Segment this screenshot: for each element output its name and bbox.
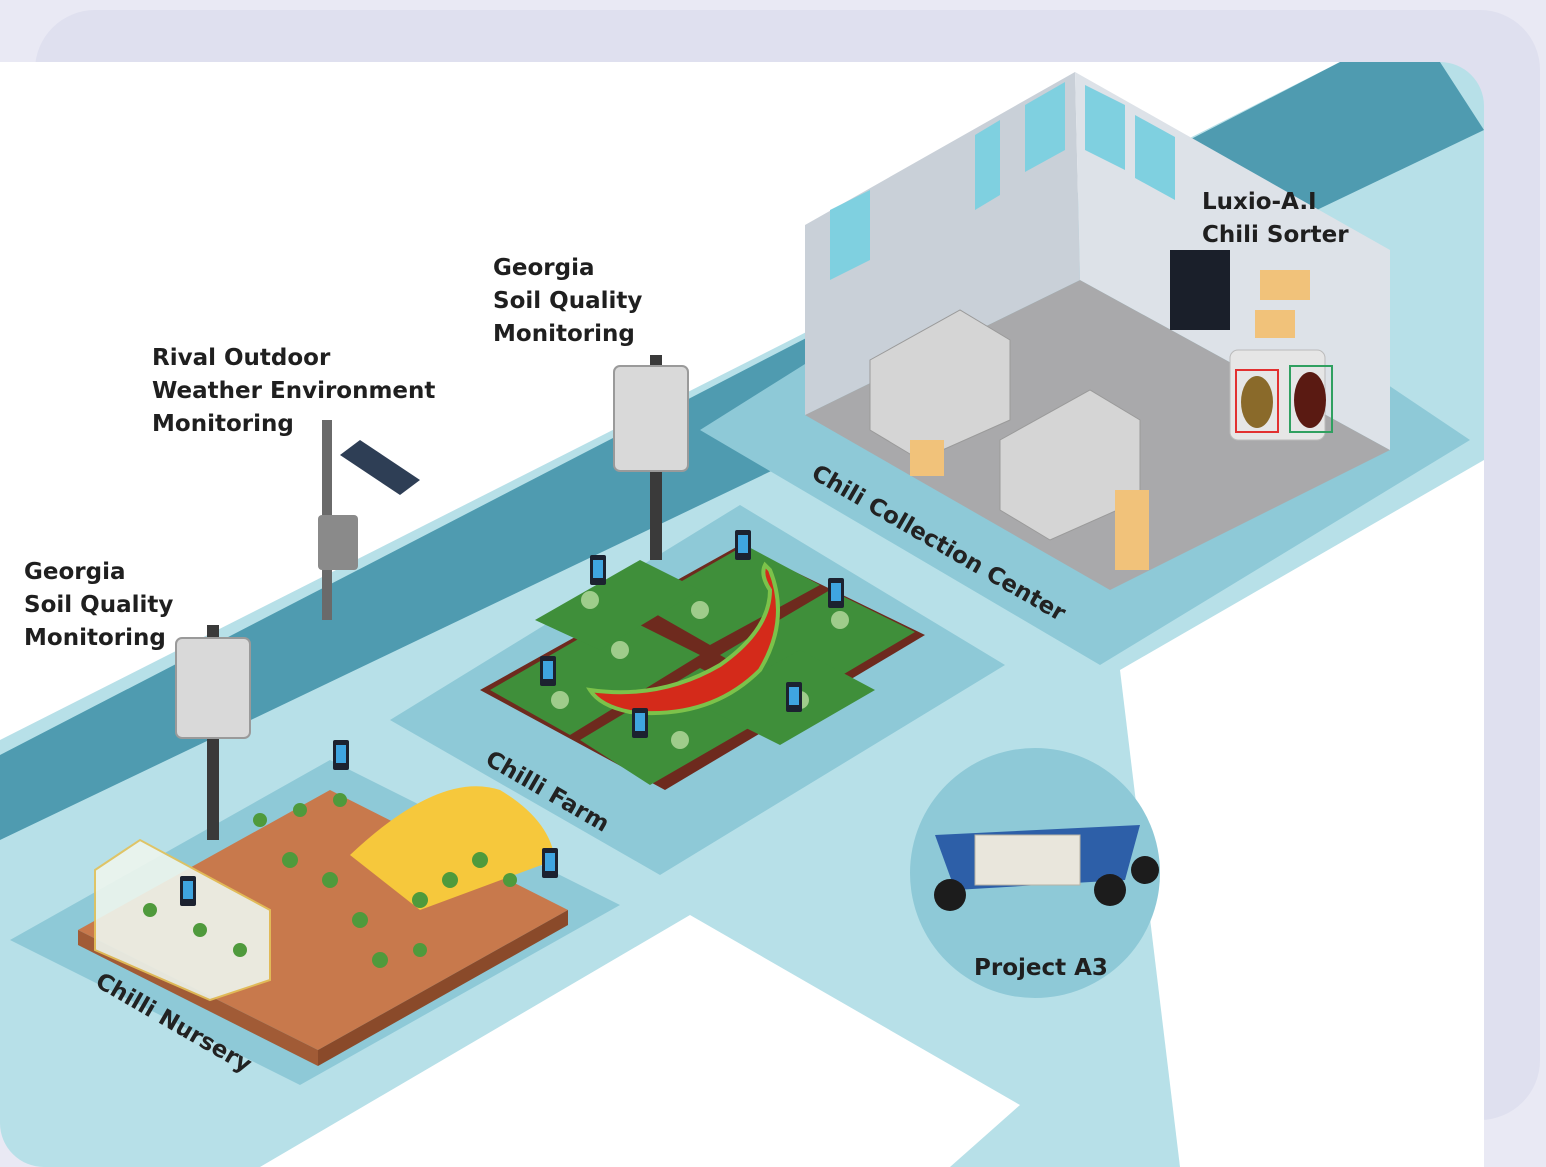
robot-wheel-1 — [934, 879, 966, 911]
label-line: Georgia — [24, 559, 126, 585]
label-line: Monitoring — [493, 321, 635, 347]
label-line: Chili Sorter — [1202, 222, 1349, 248]
building-windows — [830, 82, 1175, 280]
farm-plants — [490, 545, 915, 785]
robot-wheel-3 — [1131, 856, 1159, 884]
label-chili-sorter: Luxio-A.I Chili Sorter — [1202, 186, 1349, 252]
label-line: Weather Environment — [152, 378, 436, 404]
nursery-greenhouse — [94, 838, 271, 1002]
chili-pepper — [586, 561, 780, 716]
robot-cart-box — [974, 834, 1081, 886]
robot-wheel-2 — [1094, 874, 1126, 906]
boxes — [910, 270, 1310, 570]
label-soil-monitoring-mid: Georgia Soil Quality Monitoring — [493, 252, 642, 351]
label-line: Georgia — [493, 255, 595, 281]
label-line: Soil Quality — [24, 592, 174, 618]
label-line: Rival Outdoor — [152, 345, 331, 371]
nursery-plants — [143, 793, 517, 968]
soil-station-left-box — [175, 637, 251, 739]
weather-station-box — [318, 515, 358, 570]
soil-station-mid-box — [613, 365, 689, 472]
building-wall-left — [805, 72, 1080, 415]
label-line: Soil Quality — [493, 288, 643, 314]
label-weather-monitoring: Rival Outdoor Weather Environment Monito… — [152, 342, 435, 441]
label-line: Monitoring — [24, 625, 166, 651]
sorting-machine-1 — [869, 309, 1011, 461]
white-area-bottom — [260, 915, 1020, 1167]
white-area-right — [1120, 460, 1484, 1167]
dried-chili-1 — [1241, 376, 1273, 428]
label-line: Luxio-A.I — [1202, 189, 1317, 215]
label-project-a3: Project A3 — [974, 955, 1108, 981]
sorter-display — [1170, 250, 1230, 330]
label-line: Monitoring — [152, 411, 294, 437]
nursery-ground-side-2 — [318, 910, 568, 1066]
dried-chili-2 — [1294, 372, 1326, 428]
sensor-screens — [183, 535, 841, 899]
detection-box-1 — [1235, 369, 1279, 433]
label-soil-monitoring-left: Georgia Soil Quality Monitoring — [24, 556, 173, 655]
nursery-shade-canopy — [350, 786, 555, 910]
detection-box-2 — [1289, 365, 1333, 433]
solar-panel — [340, 440, 420, 495]
